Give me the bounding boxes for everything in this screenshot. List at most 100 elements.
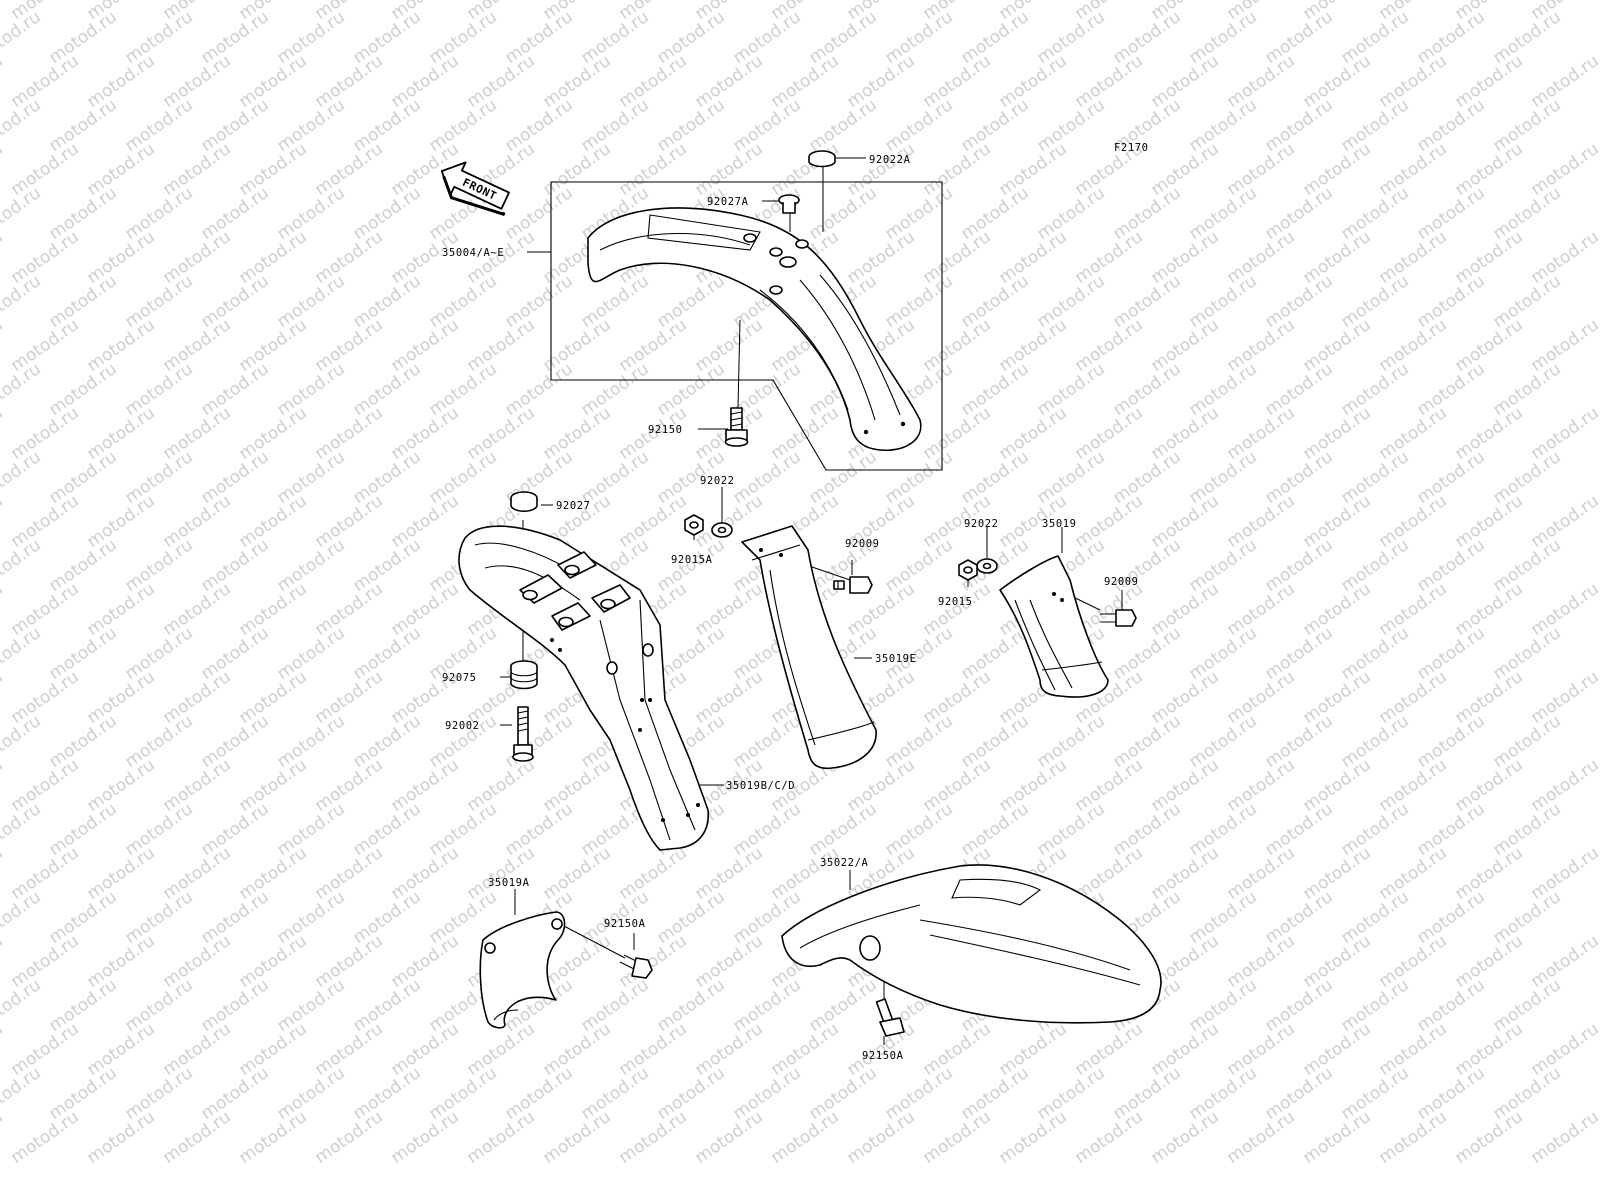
watermark-text: motod.ru [1413, 7, 1488, 68]
watermark-text: motod.ru [501, 711, 576, 772]
watermark-text: motod.ru [1109, 799, 1184, 860]
watermark-text: motod.ru [1261, 623, 1336, 684]
watermark-text: motod.ru [1261, 1063, 1336, 1124]
watermark-text: motod.ru [387, 1107, 462, 1168]
watermark-text: motod.ru [1527, 315, 1600, 376]
watermark-text: motod.ru [1451, 227, 1526, 288]
watermark-text: motod.ru [881, 535, 956, 596]
watermark-text: motod.ru [653, 95, 728, 156]
watermark-text: motod.ru [0, 1063, 45, 1124]
watermark-text: motod.ru [805, 799, 880, 860]
callout-92150: 92150 [648, 424, 683, 436]
watermark-text: motod.ru [1261, 447, 1336, 508]
watermark-text: motod.ru [235, 931, 310, 992]
watermark-text: motod.ru [1375, 755, 1450, 816]
callout-92027: 92027 [556, 500, 591, 512]
watermark-text: motod.ru [653, 975, 728, 1036]
watermark-text: motod.ru [7, 667, 82, 728]
watermark-text: motod.ru [501, 183, 576, 244]
watermark-text: motod.ru [1413, 271, 1488, 332]
watermark-text: motod.ru [1375, 139, 1450, 200]
bolt-92027A [778, 194, 800, 214]
watermark-text: motod.ru [463, 315, 538, 376]
watermark-text: motod.ru [1299, 1019, 1374, 1080]
watermark-text: motod.ru [463, 51, 538, 112]
watermark-text: motod.ru [1147, 1107, 1222, 1168]
watermark-text: motod.ru [349, 711, 424, 772]
watermark-text: motod.ru [0, 227, 7, 288]
watermark-text: motod.ru [1071, 755, 1146, 816]
watermark-text: motod.ru [1223, 667, 1298, 728]
bolt-92002 [512, 706, 534, 762]
watermark-text: motod.ru [159, 491, 234, 552]
watermark-text: motod.ru [805, 183, 880, 244]
watermark-text: motod.ru [1261, 799, 1336, 860]
watermark-text: motod.ru [1413, 95, 1488, 156]
watermark-text: motod.ru [995, 1019, 1070, 1080]
watermark-text: motod.ru [1337, 447, 1412, 508]
watermark-text: motod.ru [121, 711, 196, 772]
watermark-text: motod.ru [45, 7, 120, 68]
watermark-text: motod.ru [83, 139, 158, 200]
watermark-text: motod.ru [273, 447, 348, 508]
watermark-text: motod.ru [1489, 447, 1564, 508]
watermark-text: motod.ru [1223, 227, 1298, 288]
watermark-text: motod.ru [1109, 623, 1184, 684]
watermark-text: motod.ru [273, 7, 348, 68]
watermark-text: motod.ru [83, 579, 158, 640]
watermark-text: motod.ru [235, 579, 310, 640]
small-fender-part [999, 555, 1109, 698]
watermark-text: motod.ru [995, 139, 1070, 200]
watermark-text: motod.ru [1527, 227, 1600, 288]
watermark-text: motod.ru [805, 95, 880, 156]
watermark-text: motod.ru [121, 623, 196, 684]
watermark-text: motod.ru [311, 1107, 386, 1168]
watermark-text: motod.ru [919, 755, 994, 816]
watermark-text: motod.ru [1489, 7, 1564, 68]
watermark-text: motod.ru [1375, 579, 1450, 640]
watermark-text: motod.ru [349, 887, 424, 948]
watermark-text: motod.ru [197, 1063, 272, 1124]
watermark-text: motod.ru [1527, 755, 1600, 816]
watermark-text: motod.ru [1451, 579, 1526, 640]
watermark-text: motod.ru [919, 667, 994, 728]
watermark-text: motod.ru [1451, 491, 1526, 552]
watermark-text: motod.ru [349, 447, 424, 508]
watermark-text: motod.ru [539, 51, 614, 112]
watermark-text: motod.ru [83, 755, 158, 816]
watermark-text: motod.ru [1489, 359, 1564, 420]
watermark-text: motod.ru [995, 315, 1070, 376]
watermark-text: motod.ru [197, 623, 272, 684]
watermark-text: motod.ru [1147, 1019, 1222, 1080]
watermark-text: motod.ru [1527, 1107, 1600, 1168]
watermark-text: motod.ru [767, 139, 842, 200]
watermark-text: motod.ru [1071, 51, 1146, 112]
bolt-92009-b [1100, 609, 1137, 627]
watermark-text: motod.ru [349, 623, 424, 684]
watermark-text: motod.ru [0, 667, 7, 728]
watermark-text: motod.ru [1147, 843, 1222, 904]
washer-92022-b [976, 558, 998, 574]
watermark-text: motod.ru [881, 799, 956, 860]
watermark-text: motod.ru [1071, 315, 1146, 376]
watermark-text: motod.ru [729, 799, 804, 860]
rear-fender-part [781, 864, 1162, 1024]
front-fender-part [587, 207, 922, 451]
watermark-text: motod.ru [159, 403, 234, 464]
watermark-text: motod.ru [615, 1107, 690, 1168]
watermark-text: motod.ru [1489, 183, 1564, 244]
watermark-text: motod.ru [653, 887, 728, 948]
watermark-text: motod.ru [957, 799, 1032, 860]
grommet-92075 [510, 660, 538, 690]
watermark-text: motod.ru [1299, 1107, 1374, 1168]
watermark-text: motod.ru [159, 1019, 234, 1080]
watermark-text: motod.ru [1527, 51, 1600, 112]
watermark-text: motod.ru [1033, 711, 1108, 772]
watermark-text: motod.ru [995, 1107, 1070, 1168]
watermark-text: motod.ru [349, 183, 424, 244]
watermark-text: motod.ru [653, 7, 728, 68]
watermark-text: motod.ru [1299, 755, 1374, 816]
watermark-text: motod.ru [1337, 711, 1412, 772]
watermark-text: motod.ru [957, 95, 1032, 156]
watermark-text: motod.ru [805, 975, 880, 1036]
